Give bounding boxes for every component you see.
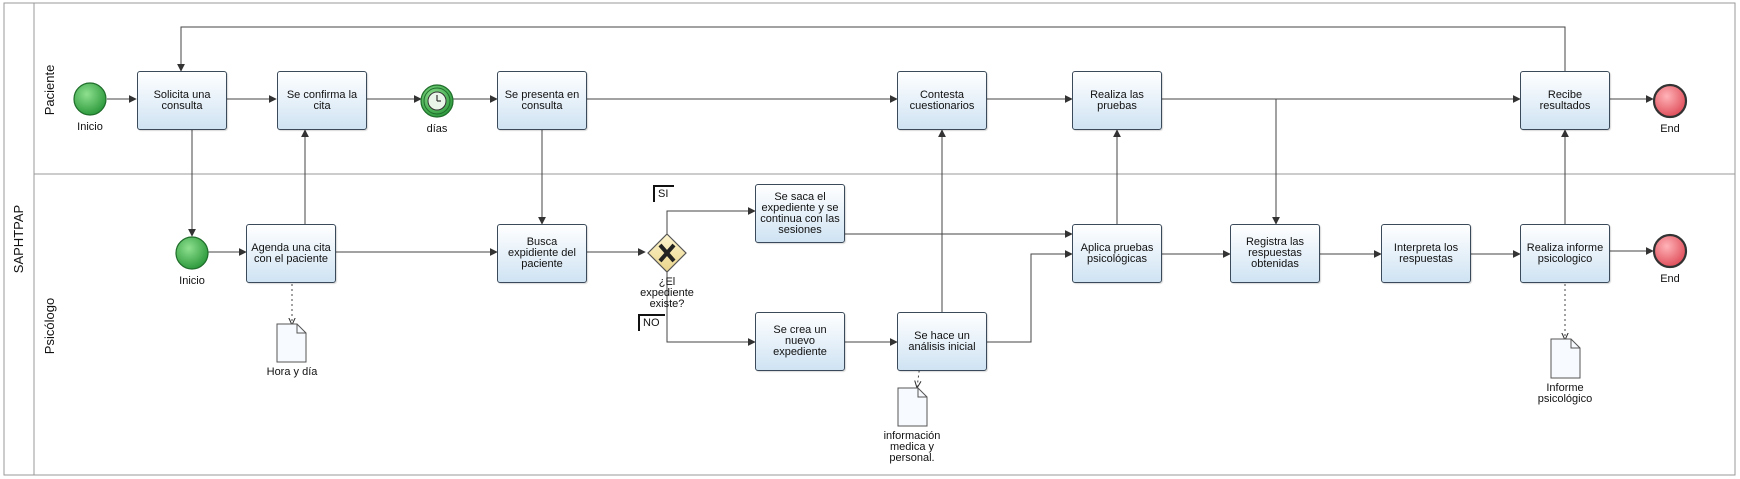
task-solicita-consulta[interactable]: Solicita una consulta <box>137 71 227 130</box>
label-end-paciente: End <box>1660 123 1680 135</box>
x-icon <box>658 243 676 263</box>
task-crea-expediente[interactable]: Se crea un nuevo expediente <box>755 312 845 371</box>
task-saca-expediente[interactable]: Se saca el expediente y se continua con … <box>755 184 845 243</box>
flow-recibe-loop-to-solicita <box>177 26 1566 72</box>
task-contesta-cuestionarios[interactable]: Contesta cuestionarios <box>897 71 987 130</box>
label-gateway-no: NO <box>638 314 665 331</box>
label-informe-psicologico: Informe psicológico <box>1537 382 1593 405</box>
label-gateway-yes: SI <box>653 185 674 202</box>
task-agenda-cita[interactable]: Agenda una cita con el paciente <box>246 224 336 283</box>
label-hora-dia: Hora y día <box>266 366 318 378</box>
pool-border <box>3 2 1736 476</box>
task-realiza-pruebas[interactable]: Realiza las pruebas <box>1072 71 1162 130</box>
task-presenta-consulta[interactable]: Se presenta en consulta <box>497 71 587 130</box>
task-interpreta-respuestas[interactable]: Interpreta los respuestas <box>1381 224 1471 283</box>
start-event-paciente[interactable] <box>73 82 107 116</box>
task-recibe-resultados[interactable]: Recibe resultados <box>1520 71 1610 130</box>
lane-title-psicologo: Psicólogo <box>42 297 57 355</box>
lane-title-paciente: Paciente <box>42 64 57 116</box>
end-event-psicologo[interactable] <box>1652 233 1688 269</box>
label-info-medica: información medica y personal. <box>883 430 941 464</box>
end-event-paciente[interactable] <box>1652 83 1688 119</box>
task-realiza-informe[interactable]: Realiza informe psicologico <box>1520 224 1610 283</box>
label-start-psicologo: Inicio <box>179 275 205 287</box>
label-start-paciente: Inicio <box>77 121 103 133</box>
flow-analisis-to-aplica <box>987 250 1073 343</box>
task-analisis-inicial[interactable]: Se hace un análisis inicial <box>897 312 987 371</box>
exclusive-gateway[interactable] <box>647 233 687 273</box>
start-event-psicologo[interactable] <box>175 236 209 270</box>
task-aplica-pruebas[interactable]: Aplica pruebas psicológicas <box>1072 224 1162 283</box>
timer-event[interactable] <box>420 84 454 118</box>
label-gateway-question: ¿El expediente existe? <box>640 276 694 310</box>
task-confirma-cita[interactable]: Se confirma la cita <box>277 71 367 130</box>
flow-gateway-yes <box>666 207 756 234</box>
task-busca-expediente[interactable]: Busca expidiente del paciente <box>497 224 587 283</box>
data-object-hora-dia <box>276 323 307 363</box>
pool-title: SAPHTPAP <box>11 204 26 274</box>
label-end-psicologo: End <box>1660 273 1680 285</box>
data-object-informe <box>1550 338 1581 379</box>
data-object-info-medica <box>897 387 928 427</box>
task-registra-respuestas[interactable]: Registra las respuestas obtenidas <box>1230 224 1320 283</box>
sequence-flows <box>107 26 1654 346</box>
flow-gateway-no <box>666 270 756 346</box>
label-timer: días <box>426 123 448 135</box>
